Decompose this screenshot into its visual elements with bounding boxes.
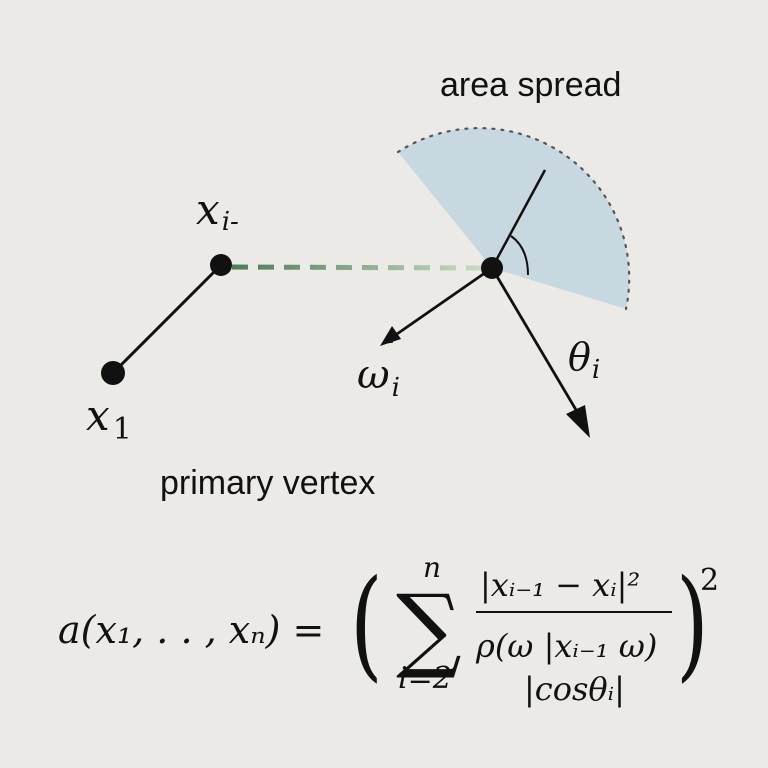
vertex-xi (481, 257, 503, 279)
formula-denominator-2: |cosθᵢ| (524, 670, 625, 708)
sum-lower-limit: i=2 (398, 661, 452, 696)
omega-arrow (382, 266, 493, 345)
normal-line (490, 169, 547, 269)
theta-arrow (490, 267, 584, 421)
primary-vertex-label: primary vertex (160, 464, 375, 502)
theta-arrowhead (566, 405, 590, 438)
area-spread-cone (398, 128, 630, 309)
formula-lhs: a(x₁, . . , xₙ) = (58, 608, 324, 652)
formula-denominator-1: ρ(ω |xᵢ₋₁ ω) (475, 627, 657, 665)
formula-numerator: |xᵢ₋₁ − xᵢ|² (480, 566, 640, 604)
theta-label: θi (568, 335, 600, 385)
path-segment (111, 263, 223, 375)
formula-left-paren: ( (350, 555, 383, 694)
formula-right-paren: ) (676, 555, 709, 694)
vertex-x1 (101, 361, 125, 385)
area-spread-label: area spread (440, 66, 621, 104)
vertex-x-prev (210, 254, 232, 276)
omega-label: ωi (357, 352, 400, 403)
omega-arrowhead (380, 326, 401, 346)
sum-symbol: ∑ (396, 575, 462, 682)
angle-arc (510, 235, 529, 276)
sum-upper-limit: n (423, 551, 441, 584)
formula-outer-power: 2 (700, 563, 719, 598)
dashed-connection (231, 264, 485, 271)
x-prev-label: xi- (196, 185, 239, 237)
